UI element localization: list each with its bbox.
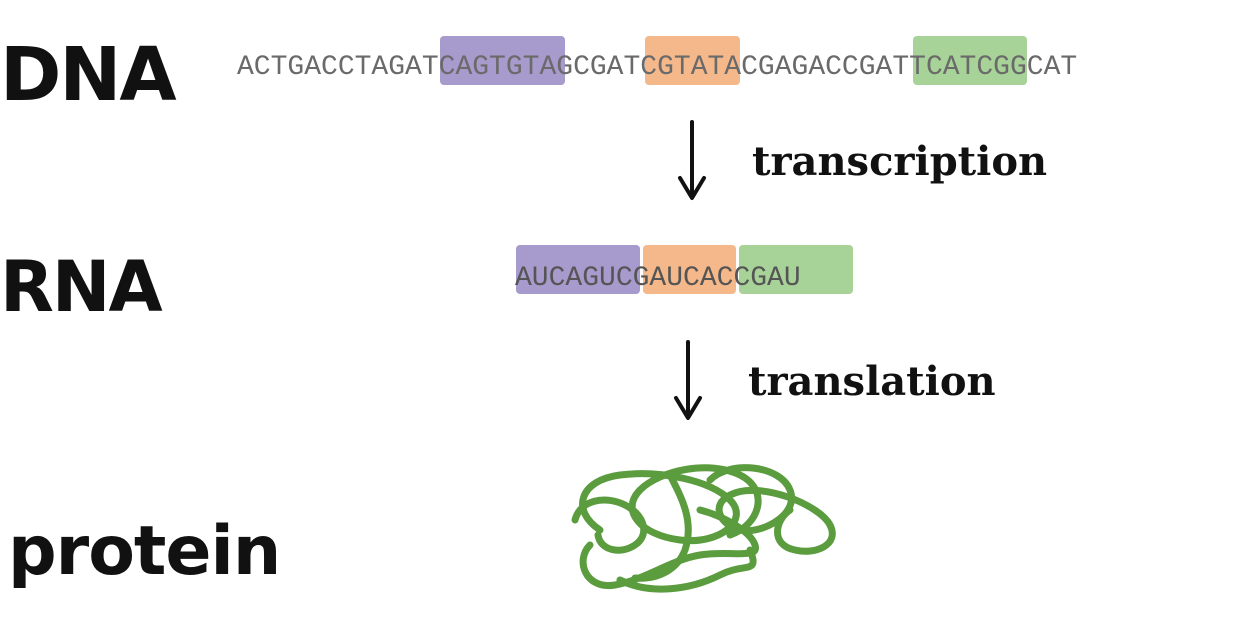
down-arrow-icon [674,340,702,420]
dna-segment: TTCATCGGCAT [892,52,1078,83]
dna-highlight-orange [645,36,740,85]
dna-highlight-green [913,36,1027,85]
rna-sequence: AUCAGUCGAUCACCGAU [515,265,801,293]
dna-segment: ACTGACCTAG [237,52,406,83]
dna-sequence: ACTGACCTAGATCAGTGTAGCGATCGTATACGAGACCGAT… [237,54,1077,82]
dna-segment-purple: ATCAGT [405,52,506,83]
transcription-label: transcription [752,138,1048,185]
rna-segment-green: ACCGAU [699,263,801,294]
down-arrow-icon [678,120,706,200]
dna-highlight-purple [440,36,565,85]
rna-highlight-purple [516,245,640,294]
rna-highlight-green [739,245,853,294]
translation-label: translation [748,358,996,405]
dna-segment: GTATACGAG [657,52,809,83]
dna-segment-green: ACCGA [808,52,893,83]
dna-label: DNA [0,32,177,118]
rna-segment-orange: CGAUC [615,263,700,294]
protein-label: protein [8,512,281,591]
rna-segment-purple: AUCAGU [515,263,616,294]
protein-scribble-icon [571,464,836,593]
rna-highlight-orange [643,245,736,294]
rna-label: RNA [0,246,163,328]
dna-segment-orange: GATC [589,52,658,83]
dna-segment: GTAGC [505,52,590,83]
